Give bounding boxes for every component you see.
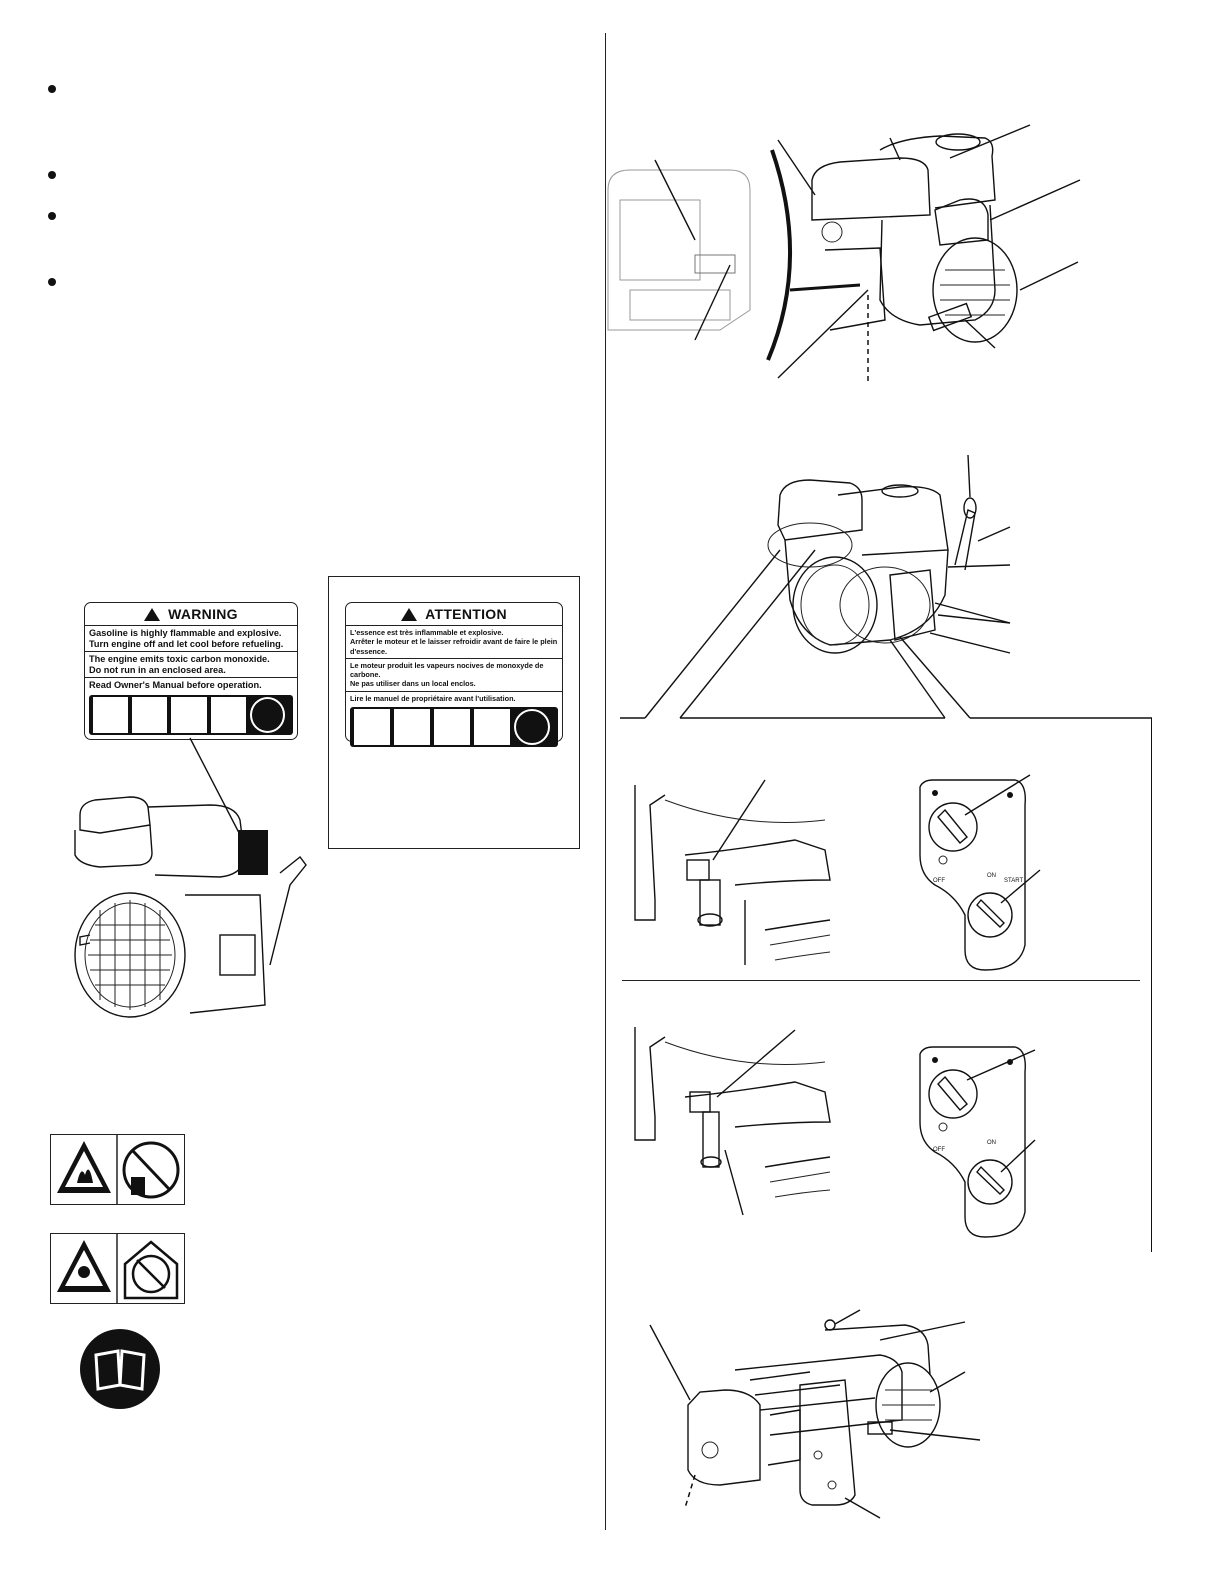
read-manual-symbol [80, 1329, 160, 1409]
attention-label-icon-strip [350, 707, 558, 748]
fuel-valve-detail-1 [634, 779, 831, 965]
toxic-fumes-icon [434, 709, 470, 746]
engine-illustration-controls [620, 454, 1152, 719]
attention-label-co-text: Le moteur produit les vapeurs nocives de… [346, 659, 562, 692]
warning-label-icon-strip [89, 694, 293, 735]
toxic-fumes-symbol-box [50, 1233, 185, 1304]
switch-on-label-1: ON [987, 873, 996, 879]
ignition-switch-panel-2 [919, 1046, 1036, 1238]
no-refuel-hot-icon [132, 696, 168, 733]
column-divider [605, 33, 606, 1530]
engine-illustration-label-location [74, 796, 307, 1018]
warning-label-fr: ATTENTION L'essence est très inflammable… [345, 602, 563, 748]
french-label-frame [328, 576, 580, 849]
bullet-4 [48, 278, 56, 286]
engine-illustration-rear [649, 1309, 981, 1519]
attention-label-manual-text: Lire le manuel de propriétaire avant l'u… [350, 693, 516, 703]
warning-triangle-icon [144, 607, 161, 621]
switch-start-label-1: START [1004, 878, 1024, 884]
fire-symbol-box [50, 1134, 185, 1205]
callout-right-border [1151, 718, 1153, 1252]
warning-label-heading: WARNING [85, 603, 297, 626]
warning-label-manual-text: Read Owner's Manual before operation. [89, 680, 262, 690]
switch-on-label-2: ON [987, 1140, 996, 1146]
toxic-fumes-icon [171, 696, 207, 733]
callout-middle-divider [622, 980, 1140, 982]
warning-triangle-icon [401, 607, 418, 621]
read-manual-icon [249, 696, 285, 733]
fire-hazard-icon [354, 709, 390, 746]
bullet-2 [48, 171, 56, 179]
engine-illustration-top [607, 124, 1081, 382]
fire-hazard-icon [93, 696, 129, 733]
warning-label-en: WARNING Gasoline is highly flammable and… [84, 602, 298, 740]
warning-label-co-text: The engine emits toxic carbon monoxide. … [85, 652, 297, 678]
switch-off-label-1: OFF [933, 878, 945, 884]
attention-label-heading: ATTENTION [346, 603, 562, 626]
fuel-valve-detail-2 [634, 1027, 831, 1216]
bullet-1 [48, 85, 56, 93]
bullet-3 [48, 212, 56, 220]
no-refuel-hot-icon [394, 709, 430, 746]
no-enclosed-area-icon [210, 696, 246, 733]
warning-label-gasoline-text: Gasoline is highly flammable and explosi… [85, 626, 297, 652]
switch-off-label-2: OFF [933, 1147, 945, 1153]
attention-label-gasoline-text: L'essence est très inflammable et explos… [346, 626, 562, 659]
ignition-switch-panel-1 [919, 774, 1041, 971]
no-enclosed-area-icon [474, 709, 510, 746]
read-manual-icon [514, 709, 550, 746]
